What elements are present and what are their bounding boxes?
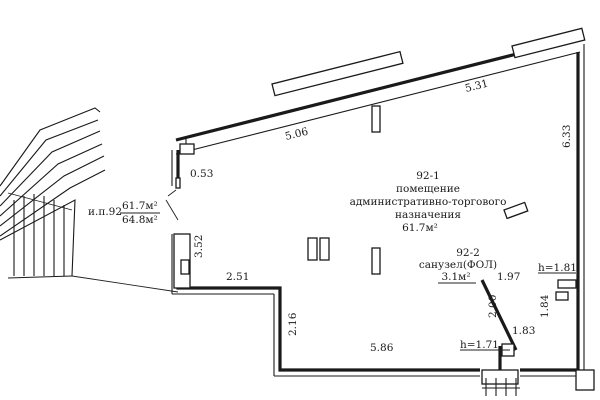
room-main-line3: назначения — [395, 209, 461, 221]
room-main-line1: помещение — [396, 183, 460, 195]
room-main-line2: административно-торгового — [350, 196, 507, 208]
interior-fixtures — [307, 105, 529, 275]
room-bath-number: 92-2 — [456, 247, 480, 259]
entrance — [481, 369, 595, 396]
dim-right-side: 6.33 — [561, 125, 573, 148]
room-bath-name: санузел(ФОЛ) — [419, 259, 497, 271]
dim-bath-height: 2.00 — [487, 295, 499, 318]
dim-top-left: 5.06 — [284, 126, 310, 143]
height-right: h=1.81 — [538, 262, 577, 274]
dim-left-vertical: 3.52 — [193, 235, 205, 258]
dim-left-bottom: 2.51 — [226, 271, 249, 283]
stair-block — [0, 107, 179, 293]
unit-note-area2: 64.8м² — [122, 214, 158, 226]
room-bath-label: 92-2 санузел(ФОЛ) 3.1м² — [419, 247, 497, 284]
unit-note-label: и.п.92 — [88, 206, 122, 218]
unit-note: и.п.92 61.7м² 64.8м² — [88, 200, 160, 226]
unit-note-area1: 61.7м² — [122, 200, 158, 212]
bathroom-partition — [480, 279, 577, 372]
dim-small-top: 0.53 — [190, 168, 213, 180]
dim-bath-width: 1.97 — [497, 271, 520, 283]
dim-right-lower: 1.84 — [539, 294, 551, 318]
dim-inner-vertical: 2.16 — [287, 312, 299, 336]
height-bottom: h=1.71 — [460, 339, 499, 351]
room-main-number: 92-1 — [416, 170, 440, 182]
dim-top-right: 5.31 — [464, 78, 490, 95]
room-bath-area: 3.1м² — [441, 271, 470, 283]
room-main-label: 92-1 помещение административно-торгового… — [350, 170, 507, 234]
dimension-lines — [165, 189, 179, 221]
room-main-area: 61.7м² — [402, 222, 438, 234]
front-wall — [175, 27, 586, 155]
dim-bottom: 5.86 — [370, 342, 394, 354]
dim-bath-right: 1.83 — [512, 325, 535, 337]
